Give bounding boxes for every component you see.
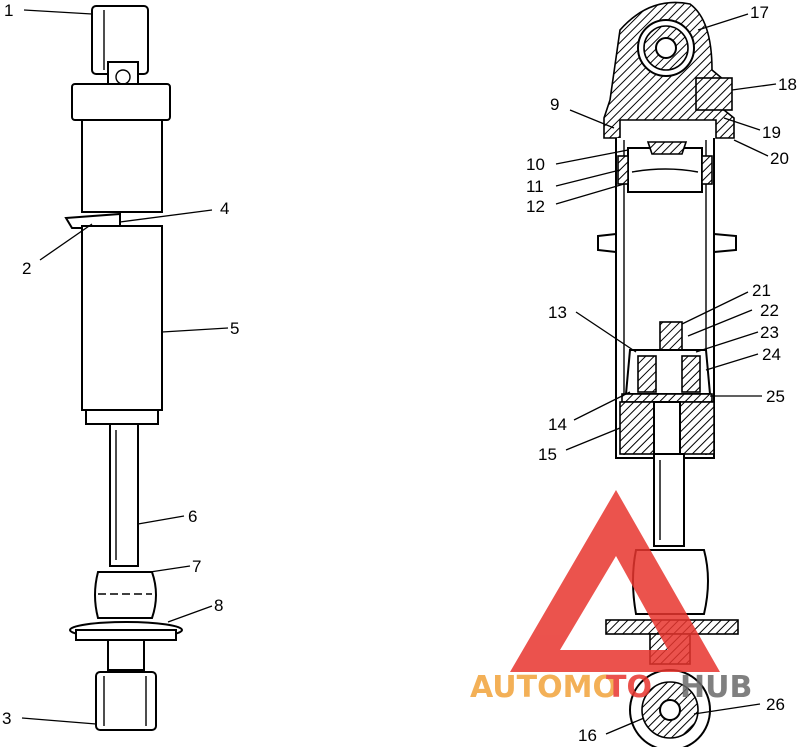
- callout-7: 7: [192, 557, 201, 576]
- callout-17: 17: [750, 3, 769, 22]
- top-cap: [71, 83, 171, 121]
- upper-body: [81, 119, 163, 213]
- cutaway-shaft: [653, 453, 685, 547]
- piston-nut: [659, 321, 683, 351]
- callout-14: 14: [548, 415, 567, 434]
- valve-cap: [695, 77, 733, 111]
- callout-10: 10: [526, 155, 545, 174]
- callout-9: 9: [550, 95, 559, 114]
- callout-16: 16: [578, 726, 597, 745]
- callout-6: 6: [188, 507, 197, 526]
- callout-21: 21: [752, 281, 771, 300]
- watermark-text-1: AUTOMO: [470, 670, 618, 705]
- callout-22: 22: [760, 301, 779, 320]
- assembled-shock-view: [64, 5, 183, 731]
- callout-5: 5: [230, 319, 239, 338]
- callout-15: 15: [538, 445, 557, 464]
- watermark-text-3: HUB: [680, 670, 752, 705]
- cutaway-shock-view: [597, 1, 739, 747]
- bottom-eyelet: [95, 671, 157, 731]
- callout-26: 26: [766, 695, 785, 714]
- callout-25: 25: [766, 387, 785, 406]
- callout-1: 1: [4, 1, 13, 20]
- callout-20: 20: [770, 149, 789, 168]
- callout-8: 8: [214, 596, 223, 615]
- watermark-logo: AUTOMO TO HUB: [470, 490, 752, 705]
- leader-lines: [21, 9, 777, 735]
- shaft: [109, 423, 139, 567]
- main-body: [81, 225, 163, 411]
- callout-24: 24: [762, 345, 781, 364]
- callout-23: 23: [760, 323, 779, 342]
- watermark-text-2: TO: [606, 670, 652, 705]
- callout-19: 19: [762, 123, 781, 142]
- callout-12: 12: [526, 197, 545, 216]
- callout-2: 2: [22, 259, 31, 278]
- callout-11: 11: [526, 177, 544, 196]
- callout-18: 18: [778, 75, 797, 94]
- bumper: [94, 571, 157, 619]
- callout-13: 13: [548, 303, 567, 322]
- callout-3: 3: [2, 709, 11, 728]
- callout-4: 4: [220, 199, 229, 218]
